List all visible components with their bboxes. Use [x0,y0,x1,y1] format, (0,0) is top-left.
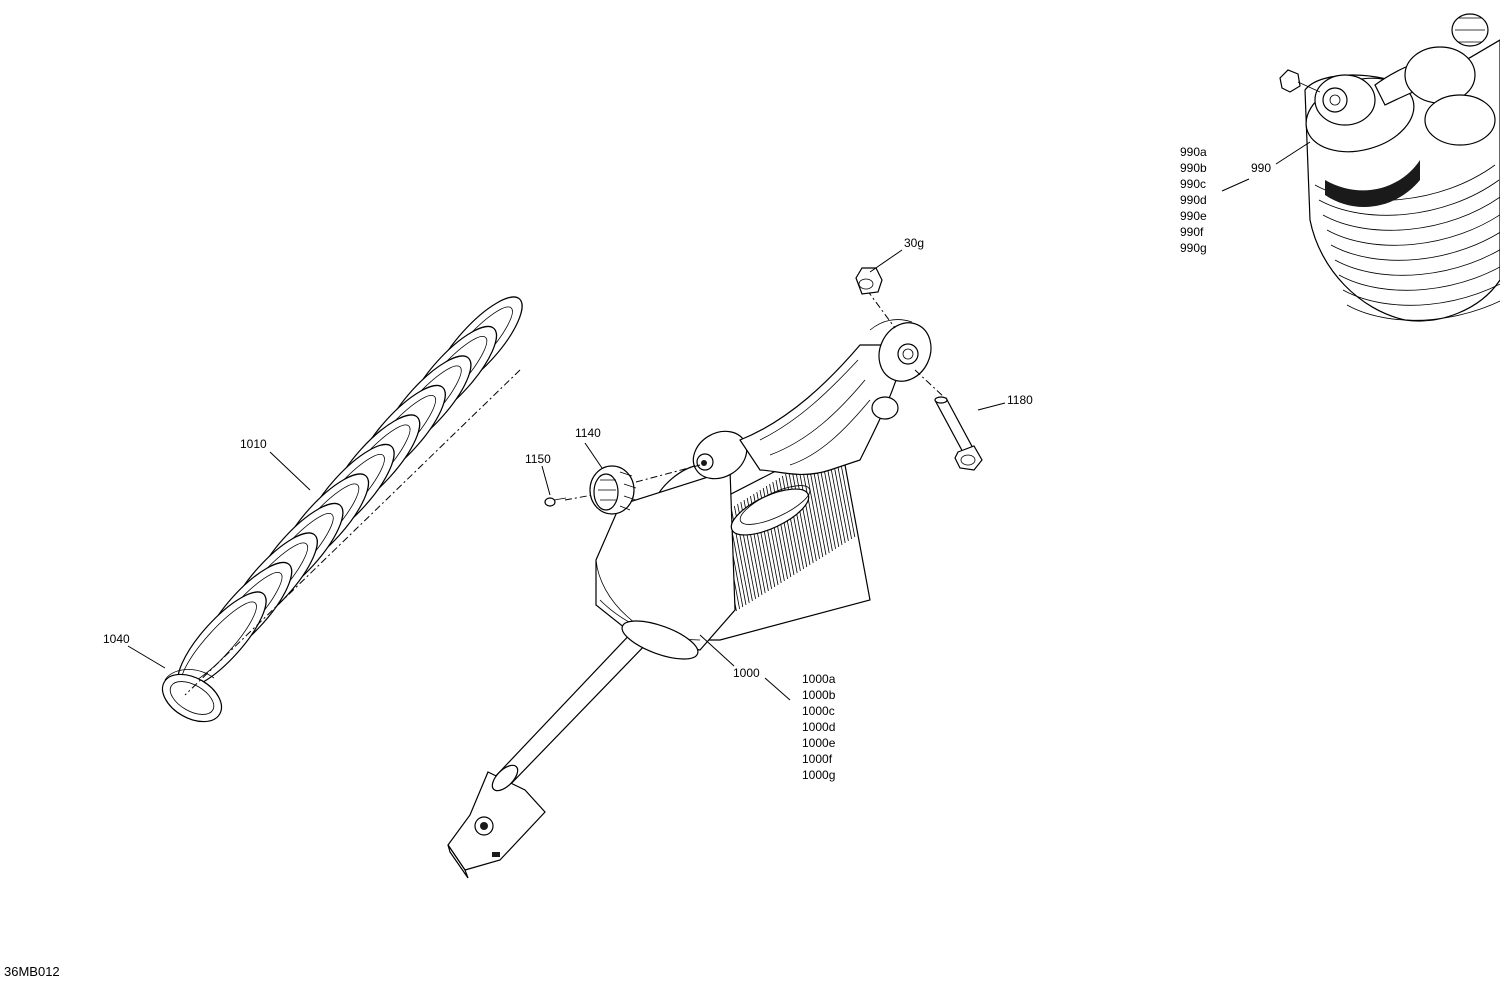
variant-990g: 990g [1180,241,1207,255]
variant-1000g: 1000g [802,768,835,782]
thread-line [807,459,827,556]
spring-axis-line [184,369,521,696]
callout-1140: 1140 [575,426,601,440]
bolt-1180 [934,396,983,471]
variant-990d: 990d [1180,193,1207,207]
variant-990e: 990e [1180,209,1207,223]
assembled-coil-line [1346,300,1500,321]
callout-leaders [127,141,1311,701]
variant-1000b: 1000b [802,688,836,702]
thread-line [794,467,814,564]
thread-line [798,465,817,562]
assembled-coil-line [1330,231,1500,261]
assembled-coil-line [1342,283,1500,306]
adjuster-knob-1140 [589,465,637,515]
spring-coil [177,296,523,689]
variant-list-990: 990a 990b 990c 990d 990e 990f 990g [1180,145,1207,255]
callout-1180: 1180 [1007,393,1033,407]
assembled-coil-line [1334,249,1500,276]
drawing-code: 36MB012 [4,964,60,979]
assembled-coil-line [1318,179,1500,216]
variant-990c: 990c [1180,177,1206,191]
thread-line [804,461,824,558]
thread-line [788,471,808,568]
shock-assembly-990 [1279,13,1500,322]
callout-30g: 30g [904,236,924,250]
thread-line [801,463,820,560]
screw-1150 [544,497,567,507]
assembled-coil-line [1322,196,1500,231]
callout-1040: 1040 [103,632,130,646]
assembled-coil-line [1338,266,1500,291]
variant-1000f: 1000f [802,752,833,766]
variant-list-1000: 1000a 1000b 1000c 1000d 1000e 1000f 1000… [802,672,836,782]
variant-1000a: 1000a [802,672,836,686]
variant-1000d: 1000d [802,720,835,734]
shock-upper-head [739,344,906,476]
nut-30g [855,267,883,295]
callout-1010: 1010 [240,437,267,451]
variant-1000c: 1000c [802,704,835,718]
variant-990f: 990f [1180,225,1204,239]
variant-990a: 990a [1180,145,1207,159]
callout-1000: 1000 [733,666,760,680]
lower-eyelet [447,771,546,871]
callout-1150: 1150 [525,452,551,466]
spring-seat-ring [161,669,223,723]
assembled-coil-line [1326,214,1500,246]
variant-1000e: 1000e [802,736,836,750]
shock-absorber [447,319,932,879]
variant-990b: 990b [1180,161,1207,175]
callout-990: 990 [1251,161,1271,175]
